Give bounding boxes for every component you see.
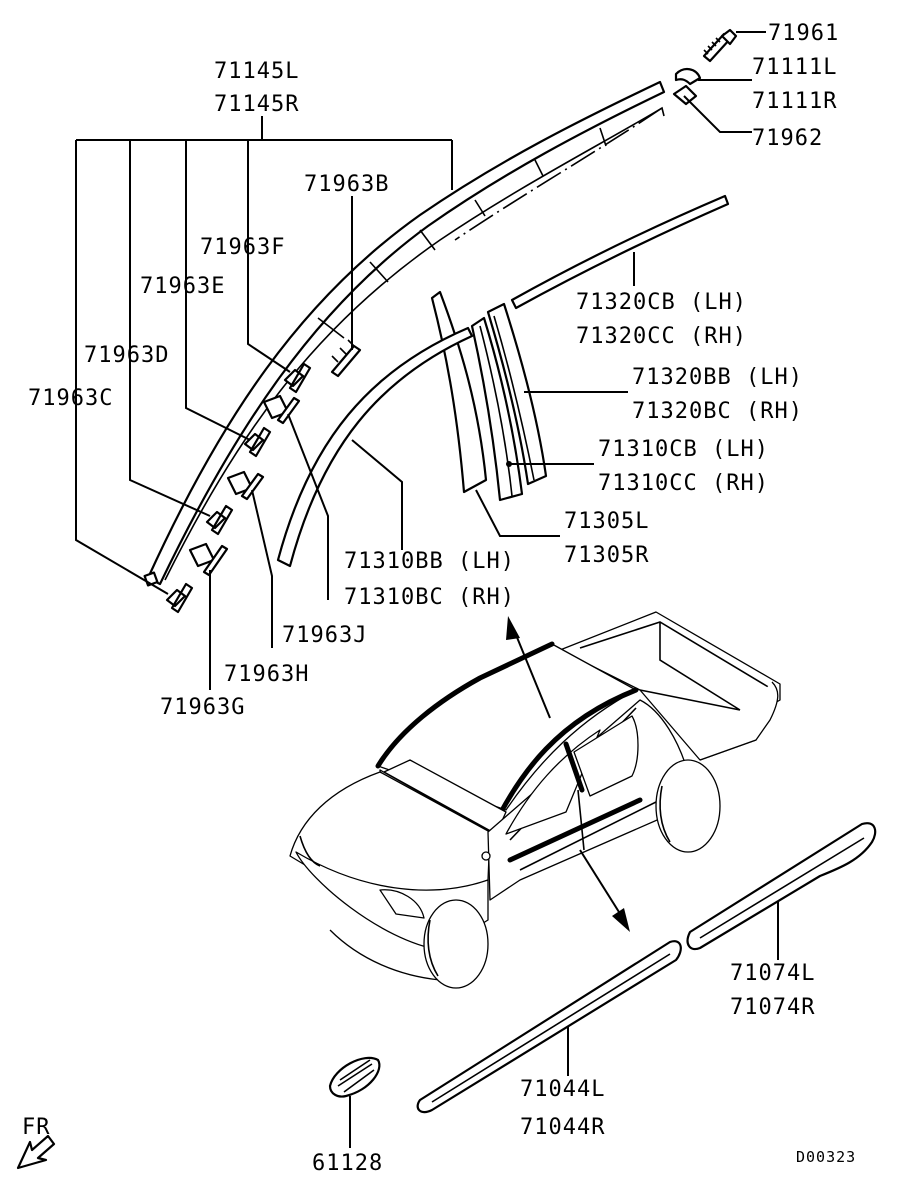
front-arrow-icon [16,1134,56,1170]
label-71111l: 71111L [752,55,837,80]
pillar-71320b [486,302,548,486]
label-71074r: 71074R [730,995,815,1020]
moulding-71320c [510,194,730,310]
leader-lines [75,31,779,1148]
label-71320cb: 71320CB (LH) [576,290,747,315]
label-71145l: 71145L [214,59,299,84]
clip-71963e [243,426,272,458]
label-71310cc: 71310CC (RH) [598,471,769,496]
label-71320bb: 71320BB (LH) [632,365,803,390]
label-71963g: 71963G [160,695,245,720]
label-fr: FR [22,1115,51,1140]
label-71044r: 71044R [520,1115,605,1140]
label-71310bb: 71310BB (LH) [344,549,515,574]
clip-71963c [165,582,194,614]
label-71305r: 71305R [564,543,649,568]
label-71310bc: 71310BC (RH) [344,585,515,610]
clip-71963g [188,542,229,577]
clip-71963h [226,470,265,501]
label-71145r: 71145R [214,92,299,117]
label-71962: 71962 [752,126,823,151]
moulding-71310b [276,326,474,568]
label-71044l: 71044L [520,1077,605,1102]
label-71320bc: 71320BC (RH) [632,399,803,424]
screw-71961 [702,28,738,63]
label-71963e: 71963E [140,274,225,299]
label-71963b: 71963B [304,172,389,197]
clip-71963d [205,504,234,536]
label-71074l: 71074L [730,961,815,986]
clip-71963b [330,339,362,378]
clip-71962 [672,84,698,106]
front-direction-indicator [16,1134,56,1170]
clip-71963f [283,362,312,394]
label-71320cc: 71320CC (RH) [576,324,747,349]
label-71963d: 71963D [84,343,169,368]
pickup-truck-illustration [289,611,781,989]
end-cap-71111 [674,68,702,86]
side-marker-61128 [328,1056,381,1098]
label-71963f: 71963F [200,235,285,260]
part-labels: 71961 71111L 71111R 71962 71145L 71145R … [22,21,856,1176]
pillar-mouldings [430,290,548,502]
label-71963h: 71963H [224,662,309,687]
label-71111r: 71111R [752,89,837,114]
label-71963c: 71963C [28,386,113,411]
diagram-code: D00323 [796,1148,856,1166]
clip-71963j [262,394,301,425]
label-71961: 71961 [768,21,839,46]
label-71305l: 71305L [564,509,649,534]
side-mouldings [416,822,877,1114]
pillar-71310c [470,316,524,502]
clips-71963 [165,339,362,614]
label-71310cb: 71310CB (LH) [598,437,769,462]
label-71963j: 71963J [282,623,367,648]
top-right-fasteners [672,28,738,106]
moulding-71074 [686,822,877,951]
roof-drip-moulding [143,80,666,587]
label-61128: 61128 [312,1151,383,1176]
